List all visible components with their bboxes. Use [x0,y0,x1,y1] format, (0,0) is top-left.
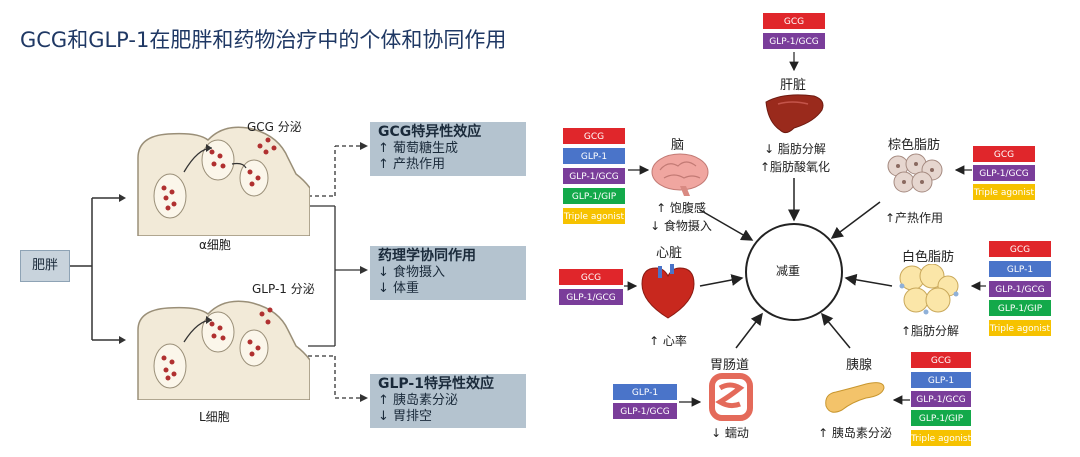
pancreas-effect-1: ↑ 胰岛素分泌 [818,426,892,440]
tag-glp1: GLP-1 [910,371,972,389]
brain-name: 脑 [671,138,685,153]
tag-glp1-gip: GLP-1/GIP [910,409,972,427]
tag-triple-agonist: Triple agonist [562,207,626,225]
brain-effect-1: ↑ 饱腹感 [656,201,706,215]
tag-gcg: GCG [910,351,972,369]
l-cell-secretion-label: GLP-1 分泌 [252,282,315,296]
weight-loss-circle [745,223,843,321]
effect-heading: 药理学协同作用 [378,248,476,264]
tag-gcg: GCG [972,145,1036,163]
pancreas-name: 胰腺 [846,358,873,373]
tag-glp1-gcg: GLP-1/GCG [562,167,626,185]
tag-glp1-gcg: GLP-1/GCG [910,390,972,408]
center-label: 减重 [776,264,801,278]
effect-box-synergy: 药理学协同作用 ↓ 食物摄入 ↓ 体重 [370,246,526,300]
tag-glp1-gip: GLP-1/GIP [562,187,626,205]
obesity-label: 肥胖 [31,258,58,273]
effect-heading: GCG特异性效应 [378,124,482,140]
gut-icon [709,373,753,421]
l-cell-illustration [137,300,310,400]
liver-effect-2: ↑脂肪酸氧化 [759,160,831,174]
tag-glp1-gcg: GLP-1/GCG [972,164,1036,182]
brown-fat-effect-1: ↑产热作用 [884,211,944,225]
liver-name: 肝脏 [780,78,807,93]
heart-effect-1: ↑ 心率 [649,334,687,348]
white-fat-effect-1: ↑脂肪分解 [900,324,960,338]
tag-gcg: GCG [762,12,826,30]
page-title: GCG和GLP-1在肥胖和药物治疗中的个体和协同作用 [20,28,507,52]
effect-line: ↑ 产热作用 [378,157,446,172]
obesity-box: 肥胖 [20,250,70,282]
white-fat-name: 白色脂肪 [902,250,955,265]
tag-triple-agonist: Triple agonist [972,183,1036,201]
effect-box-gcg-specific: GCG特异性效应 ↑ 葡萄糖生成 ↑ 产热作用 [370,122,526,176]
tag-glp1-gcg: GLP-1/GCG [612,402,678,420]
gut-effect-1: ↓ 蠕动 [711,426,749,440]
alpha-cell-secretion-label: GCG 分泌 [247,120,302,134]
heart-icon [641,264,695,319]
tag-gcg: GCG [988,240,1052,258]
brown-fat-icon [887,153,943,193]
tag-glp1-gip: GLP-1/GIP [988,299,1052,317]
left-connector-lines [70,142,368,402]
brain-effect-2: ↓ 食物摄入 [650,219,712,233]
white-fat-icon [899,264,959,315]
tag-glp1: GLP-1 [988,260,1052,278]
tag-triple-agonist: Triple agonist [910,429,972,447]
right-arrows [624,52,986,407]
brown-fat-name: 棕色脂肪 [888,138,941,153]
effect-line: ↓ 食物摄入 [378,265,446,280]
gut-name: 胃肠道 [710,358,750,373]
l-cell-label: L细胞 [199,410,230,424]
heart-name: 心脏 [656,246,683,261]
tag-gcg: GCG [558,268,624,286]
liver-icon [765,94,824,134]
effect-box-glp1-specific: GLP-1特异性效应 ↑ 胰岛素分泌 ↓ 胃排空 [370,374,526,428]
effect-line: ↓ 胃排空 [378,409,433,424]
brain-icon [651,153,709,196]
tag-triple-agonist: Triple agonist [988,319,1052,337]
tag-gcg: GCG [562,127,626,145]
tag-glp1-gcg: GLP-1/GCG [988,280,1052,298]
tag-glp1: GLP-1 [612,383,678,401]
pancreas-icon [825,382,885,413]
tag-glp1-gcg: GLP-1/GCG [762,32,826,50]
alpha-cell-illustration [137,126,310,236]
tag-glp1-gcg: GLP-1/GCG [558,288,624,306]
effect-line: ↑ 葡萄糖生成 [378,141,459,156]
effect-line: ↑ 胰岛素分泌 [378,393,459,408]
alpha-cell-label: α细胞 [199,238,231,252]
effect-line: ↓ 体重 [378,281,420,296]
effect-heading: GLP-1特异性效应 [378,376,494,392]
liver-effect-1: ↓ 脂肪分解 [764,142,826,156]
tag-glp1: GLP-1 [562,147,626,165]
